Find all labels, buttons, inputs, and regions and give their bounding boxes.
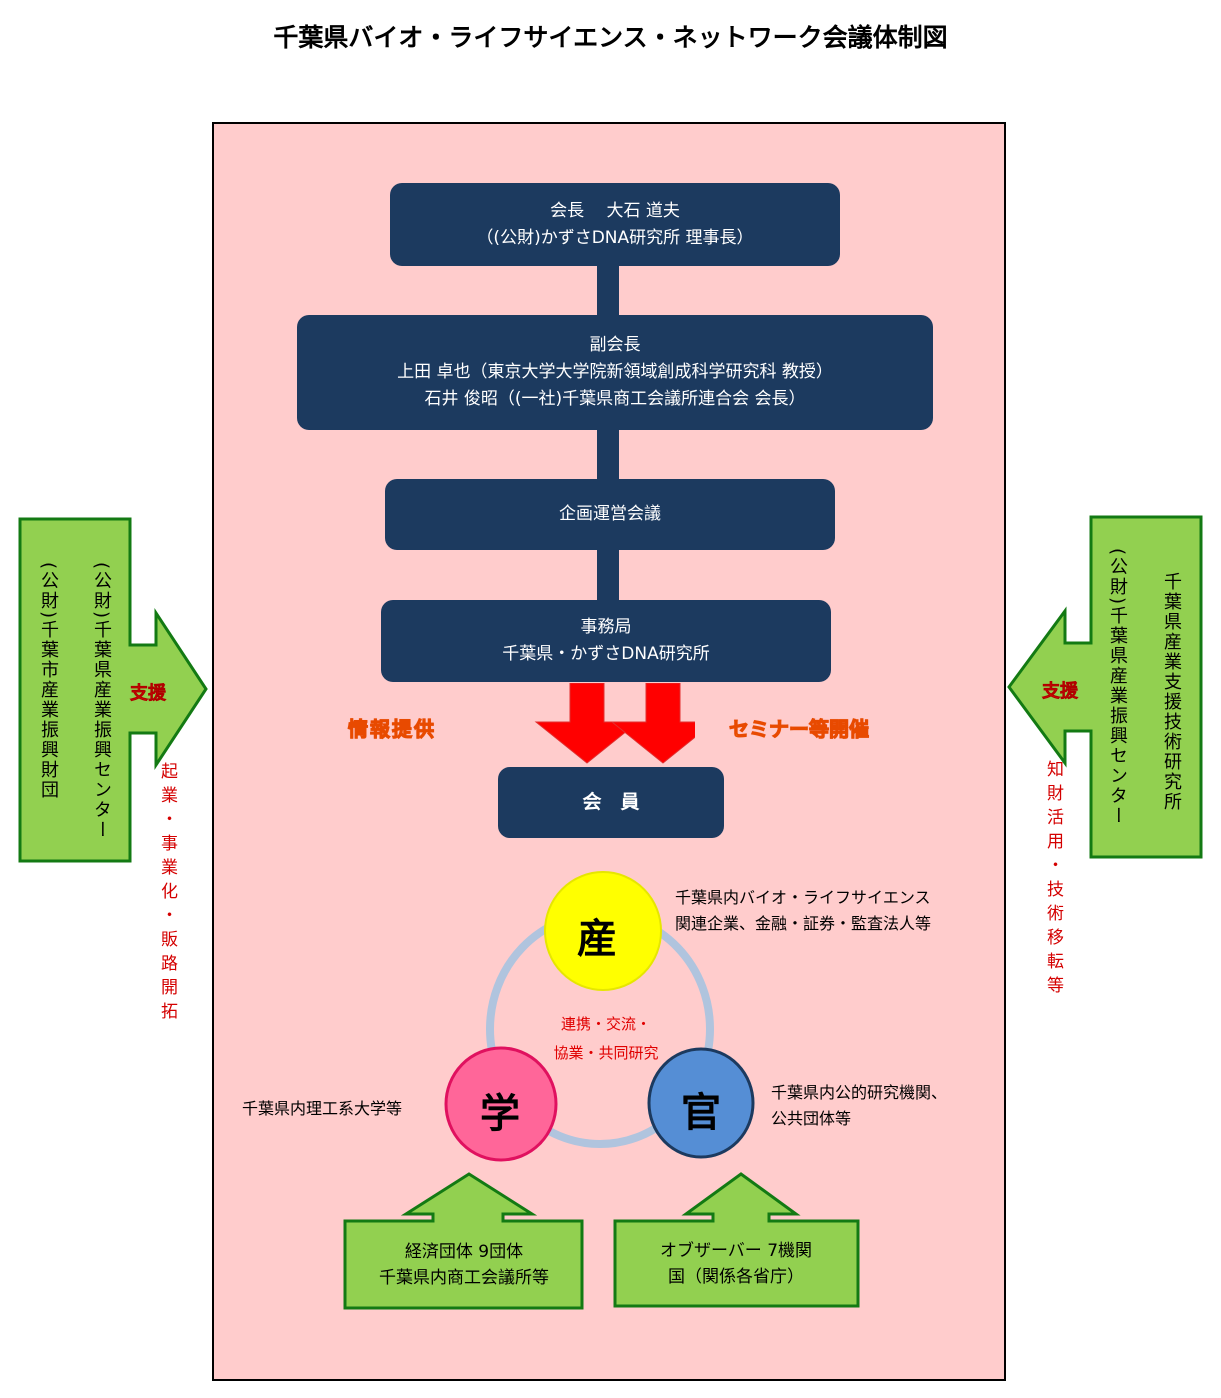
vice-chair-member-2: 石井 俊昭（(一社)千葉県商工会議所連合会 会長） <box>424 389 806 409</box>
triad-graphic <box>444 871 755 1162</box>
down-arrows <box>534 683 695 764</box>
chair-box: 会長 大石 道夫 （(公財)かずさDNA研究所 理事長） <box>390 183 840 266</box>
chair-affiliation: （(公財)かずさDNA研究所 理事長） <box>476 227 754 248</box>
left-support-activities: 起業・事業化・販路開拓 <box>157 762 177 1026</box>
economic-groups-line-1: 経済団体 9団体 <box>404 1242 524 1262</box>
right-support-shape <box>1007 515 1203 859</box>
government-note-line-1: 千葉県内公的研究機関、 <box>771 1083 948 1102</box>
vice-chair-title: 副会長 <box>589 335 641 355</box>
seminar-label: セミナー等開催 <box>729 717 870 742</box>
government-note: 千葉県内公的研究機関、 公共団体等 <box>771 1080 947 1132</box>
collaboration-line-1: 連携・交流・ <box>560 1015 651 1033</box>
collaboration-text: 連携・交流・ 協業・共同研究 <box>546 1010 666 1068</box>
government-note-line-2: 公共団体等 <box>771 1109 852 1128</box>
government-label: 官 <box>681 1090 721 1136</box>
right-support-org-1: 千葉県産業支援技術研究所 <box>1161 572 1182 812</box>
observers-line-1: オブザーバー 7機関 <box>659 1241 813 1261</box>
connector-vice-planning <box>597 430 619 480</box>
right-support-arrow-label: 支援 <box>1042 681 1079 703</box>
right-support-activities: 知財活用・技術移転等 <box>1043 760 1063 1000</box>
vice-chair-box: 副会長 上田 卓也（東京大学大学院新領域創成科学研究科 教授） 石井 俊昭（(一… <box>297 315 933 430</box>
planning-committee-label: 企画運営会議 <box>559 504 661 524</box>
industry-note: 千葉県内バイオ・ライフサイエンス 関連企業、金融・証券・監査法人等 <box>675 885 931 937</box>
economic-groups-shape <box>343 1172 584 1310</box>
secretariat-box: 事務局 千葉県・かずさDNA研究所 <box>381 600 831 682</box>
academia-circle <box>444 1046 558 1162</box>
left-support-arrow-label: 支援 <box>130 683 167 705</box>
down-arrow-right-icon <box>610 683 695 764</box>
connector-planning-secretariat <box>597 550 619 602</box>
government-circle <box>647 1047 755 1159</box>
industry-note-line-1: 千葉県内バイオ・ライフサイエンス <box>675 888 931 907</box>
observers-line-2: 国（関係各省庁） <box>668 1267 804 1287</box>
observers-box: オブザーバー 7機関 国（関係各省庁） <box>615 1222 857 1306</box>
industry-note-line-2: 関連企業、金融・証券・監査法人等 <box>675 914 932 933</box>
academia-label: 学 <box>480 1091 520 1137</box>
economic-groups-line-2: 千葉県内商工会議所等 <box>379 1268 549 1288</box>
members-label: 会 員 <box>582 791 640 813</box>
industry-circle <box>544 871 662 991</box>
observers-shape <box>613 1172 860 1308</box>
planning-committee-box: 企画運営会議 <box>385 479 835 550</box>
down-arrow-left-icon <box>534 683 640 764</box>
right-support-org-2: (公財)千葉県産業振興センター <box>1107 548 1128 827</box>
economic-groups-box: 経済団体 9団体 千葉県内商工会議所等 <box>345 1222 583 1308</box>
left-support-shape <box>18 517 208 863</box>
left-support-org-2: (公財)千葉市産業振興財団 <box>38 562 59 801</box>
diagram-title: 千葉県バイオ・ライフサイエンス・ネットワーク会議体制図 <box>273 23 948 52</box>
members-box: 会 員 <box>498 767 724 838</box>
academia-note: 千葉県内理工系大学等 <box>242 1099 403 1118</box>
industry-label: 産 <box>577 916 617 962</box>
secretariat-title: 事務局 <box>580 617 632 637</box>
left-support-org-1: (公財)千葉県産業振興センター <box>91 562 112 841</box>
collaboration-line-2: 協業・共同研究 <box>553 1044 659 1062</box>
secretariat-orgs: 千葉県・かずさDNA研究所 <box>502 644 710 664</box>
vice-chair-member-1: 上田 卓也（東京大学大学院新領域創成科学研究科 教授） <box>397 362 833 382</box>
connector-chair-vice <box>597 266 619 316</box>
info-provision-label: 情報提供 <box>348 717 436 742</box>
chair-title: 会長 大石 道夫 <box>550 200 680 221</box>
